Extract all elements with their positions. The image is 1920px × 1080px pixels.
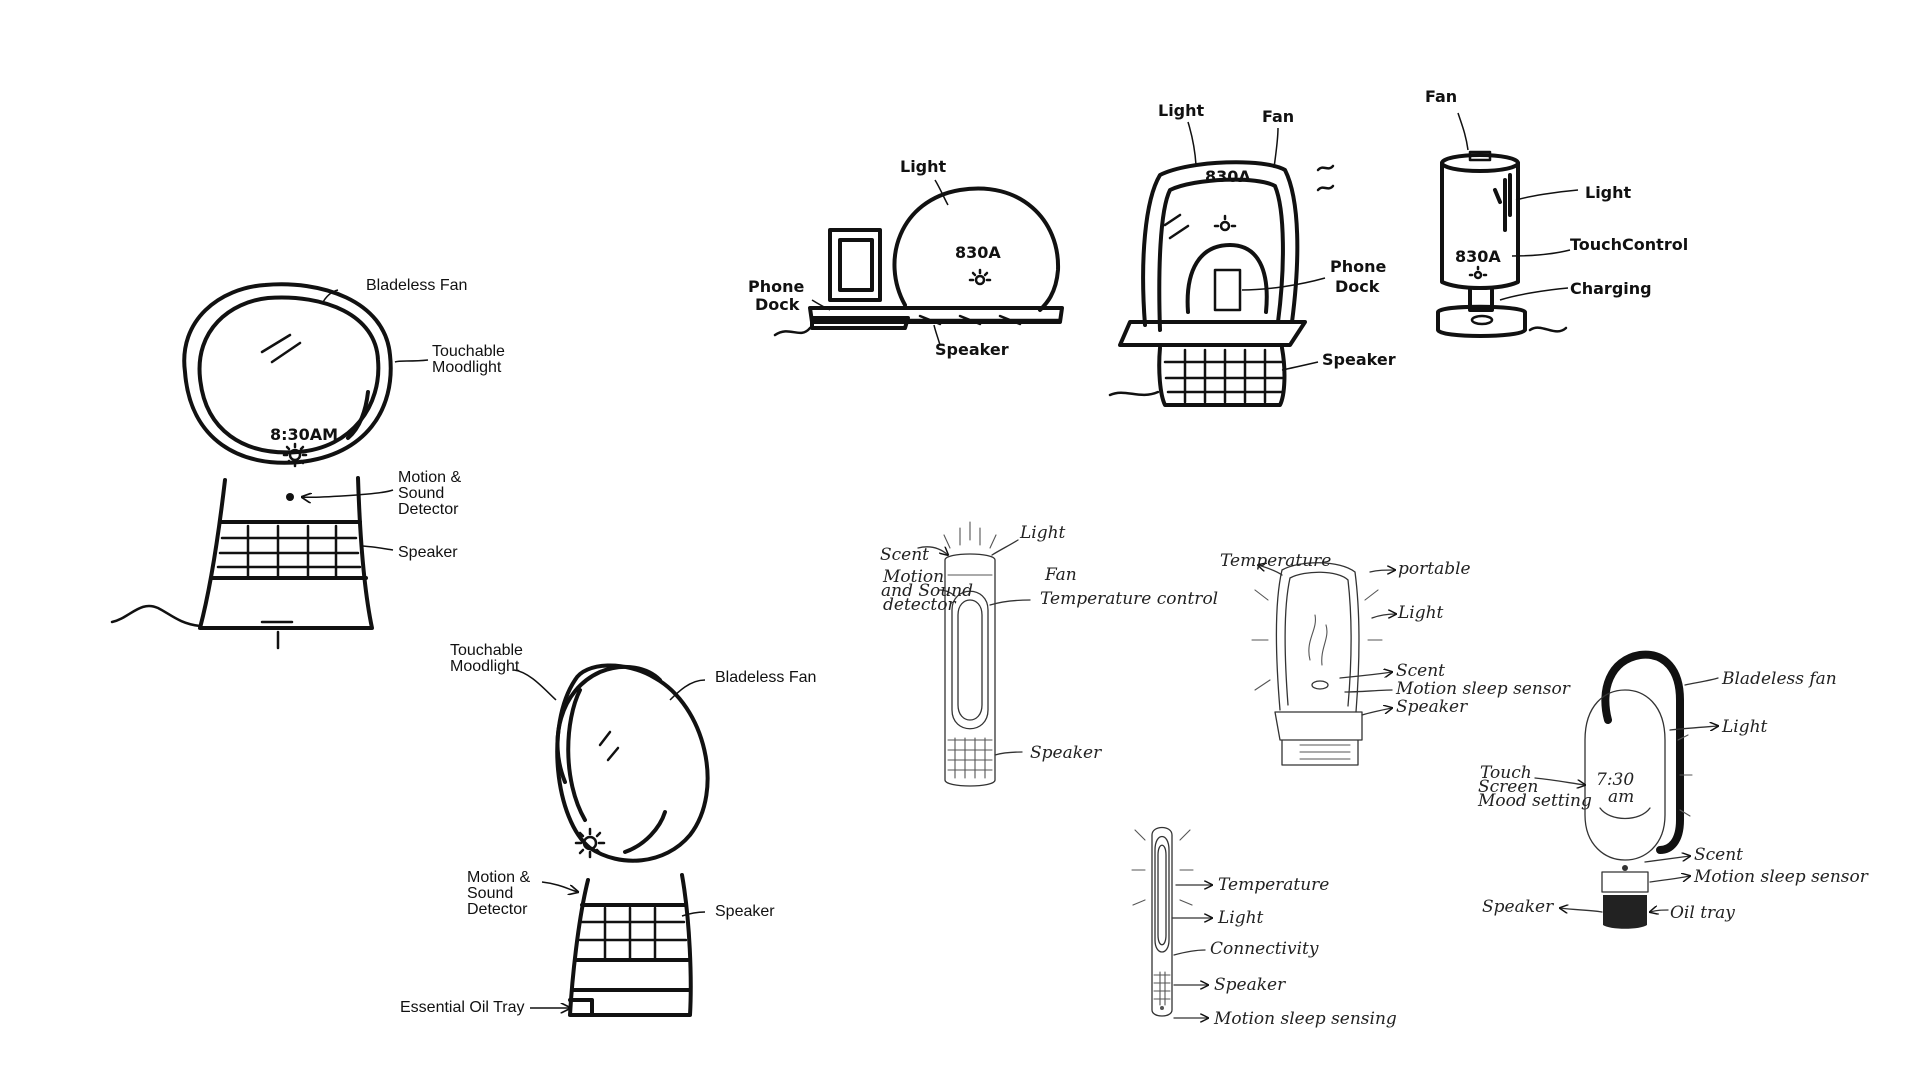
sketch6-label-fan: Fan — [1044, 565, 1077, 585]
sketch-sphere-light-dock: 830A Light Phone Dock Speaker — [748, 157, 1064, 359]
sun-icon — [968, 268, 992, 286]
sketch1-time-display: 8:30AM — [270, 425, 338, 444]
sun-icon — [1213, 214, 1237, 232]
sketch3-label-dock: Dock — [755, 295, 800, 314]
sketch1-label-touchable: Touchable — [432, 343, 505, 360]
sketch3-label-phone: Phone — [748, 277, 805, 296]
sketch9-label-speaker: Speaker — [1482, 897, 1554, 917]
sketch9-label-screen: Screen — [1478, 777, 1538, 797]
sketch8-label-connectivity: Connectivity — [1210, 939, 1319, 959]
sketch8-label-speaker: Speaker — [1214, 975, 1286, 995]
sketch2-label-motion: Motion & — [467, 869, 530, 886]
sun-icon — [574, 827, 606, 859]
sketch6-label-temperature-control: Temperature control — [1040, 589, 1218, 609]
sketch4-label-phone: Phone — [1330, 257, 1387, 276]
sketch-square-fan-dock: 830A Light Fan Phone Dock Speaker — [1108, 101, 1396, 407]
sketch5-label-charging: Charging — [1570, 279, 1652, 298]
sketch6-label-detector: detector — [883, 595, 956, 615]
sketch1-label-motion: Motion & — [398, 469, 461, 486]
sketch7-label-scent: Scent — [1396, 661, 1445, 681]
sketch2-label-sound: Sound — [467, 885, 513, 902]
sketch5-label-fan: Fan — [1425, 87, 1457, 106]
sketch4-label-fan: Fan — [1262, 107, 1294, 126]
sketch8-label-temperature: Temperature — [1218, 875, 1329, 895]
motion-sensor-dot — [286, 493, 294, 501]
sketch2-label-essential-oil-tray: Essential Oil Tray — [400, 999, 524, 1016]
sketch8-label-motion-sleep-sensing: Motion sleep sensing — [1213, 1009, 1397, 1029]
sketch2-label-speaker: Speaker — [715, 903, 775, 920]
sketch5-label-light: Light — [1585, 183, 1632, 202]
sketch-slim-tower: Temperature Light Connectivity Speaker M… — [1131, 826, 1397, 1029]
sketch7-label-motion-sleep-sensor: Motion sleep sensor — [1395, 679, 1571, 699]
sketch6-label-speaker: Speaker — [1030, 743, 1102, 763]
sun-icon — [1468, 265, 1488, 280]
sketch9-label-bladeless-fan: Bladeless fan — [1721, 669, 1837, 689]
sketch-oval-screen-fan: 7:30 am Bladeless fan Light Touch Screen… — [1477, 650, 1869, 929]
sketch-round-bladeless-fan: 8:30AM Bladeless Fan Touchable Moodlight… — [110, 277, 505, 650]
sketch6-label-and-sound: and Sound — [881, 581, 973, 601]
sketch1-label-bladeless-fan: Bladeless Fan — [366, 277, 467, 294]
sketch9-label-light: Light — [1721, 717, 1768, 737]
sketch4-label-dock: Dock — [1335, 277, 1380, 296]
sketch7-label-temperature: Temperature — [1220, 551, 1331, 571]
sketch4-time-display: 830A — [1205, 167, 1251, 186]
sketch6-label-scent: Scent — [880, 545, 929, 565]
sketch1-label-sound: Sound — [398, 485, 444, 502]
sketch7-label-portable: portable — [1398, 559, 1471, 579]
sketch1-label-speaker: Speaker — [398, 544, 458, 561]
sketch8-label-light: Light — [1217, 908, 1264, 928]
sketch2-label-detector: Detector — [467, 901, 528, 918]
sketch2-label-moodlight: Moodlight — [450, 658, 520, 675]
sketch-portable-frame: Temperature portable Light Scent Motion … — [1220, 551, 1571, 766]
sketch3-label-speaker: Speaker — [935, 340, 1009, 359]
sketch7-label-speaker: Speaker — [1396, 697, 1468, 717]
sketch9-label-motion-sleep-sensor: Motion sleep sensor — [1693, 867, 1869, 887]
sketch9-time-display: 7:30 — [1596, 770, 1634, 790]
sketch9-label-touch: Touch — [1480, 763, 1532, 783]
sketch-cylinder-fan-lamp: 830A Fan Light TouchControl Charging — [1425, 87, 1688, 338]
sketch6-label-light: Light — [1019, 523, 1066, 543]
sketch4-label-speaker: Speaker — [1322, 350, 1396, 369]
sketch-tall-tower-scent: Scent Light Motion and Sound detector Fa… — [880, 521, 1218, 787]
sketch-egg-bladeless-fan: Touchable Moodlight Bladeless Fan Motion… — [400, 642, 816, 1017]
sketch9-label-scent: Scent — [1694, 845, 1743, 865]
sketch1-label-detector: Detector — [398, 501, 459, 518]
sketch6-label-motion: Motion — [882, 567, 944, 587]
sketch1-label-moodlight: Moodlight — [432, 359, 502, 376]
sketch3-label-light: Light — [900, 157, 947, 176]
sketch5-label-touch-control: TouchControl — [1570, 235, 1688, 254]
sketch2-label-touchable: Touchable — [450, 642, 523, 659]
sun-icon — [282, 442, 308, 468]
sketch9-label-oil-tray: Oil tray — [1670, 903, 1735, 923]
sketch9-ampm-display: am — [1608, 787, 1634, 807]
sketch9-label-mood-setting: Mood setting — [1477, 791, 1592, 811]
sketch4-label-light: Light — [1158, 101, 1205, 120]
sketch3-time-display: 830A — [955, 243, 1001, 262]
sketch5-time-display: 830A — [1455, 247, 1501, 266]
sketch2-label-bladeless-fan: Bladeless Fan — [715, 669, 816, 686]
sketch7-label-light: Light — [1397, 603, 1444, 623]
